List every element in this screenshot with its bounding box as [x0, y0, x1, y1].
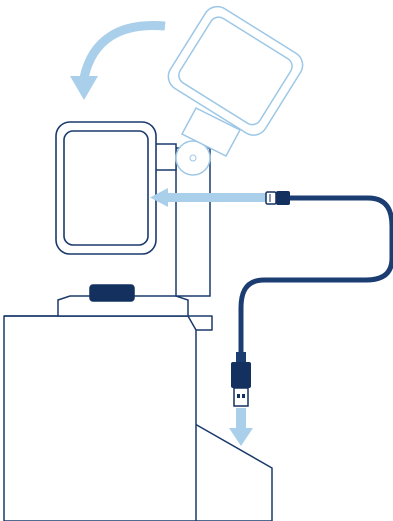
monitor-body	[3, 315, 273, 521]
monitor-side-panel	[187, 419, 273, 521]
micro-connector-plug	[265, 191, 277, 205]
cable-line	[238, 195, 393, 352]
rotate-arrow-head	[70, 76, 98, 100]
usb-connector-slot-right	[242, 394, 245, 398]
usb-strain-relief	[236, 352, 246, 364]
insert-arrow-head	[150, 188, 168, 207]
mount-knob	[89, 284, 135, 302]
rotate-arrow-curve	[79, 20, 166, 80]
hinge-center	[189, 154, 197, 162]
rotate-arrow	[70, 20, 166, 100]
monitor-top-surface	[3, 315, 197, 521]
micro-connector-body	[276, 191, 290, 205]
plug-arrow	[229, 408, 253, 446]
camera-ghost-shell	[167, 5, 304, 136]
usb-connector-body	[231, 362, 251, 388]
insert-arrow	[150, 188, 268, 207]
camera-ghost-neck	[180, 107, 242, 157]
usb-connector-slot-left	[237, 394, 240, 398]
hinge-disc	[175, 140, 211, 176]
hinge	[175, 140, 211, 176]
camera-front	[55, 121, 157, 255]
camera-inner-face	[63, 130, 149, 246]
insert-arrow-shaft	[164, 193, 268, 202]
usb-connector-plug	[233, 387, 249, 407]
mount-base	[57, 284, 189, 317]
plug-arrow-head	[229, 428, 253, 446]
usb-cable	[231, 191, 393, 407]
plug-arrow-shaft	[236, 408, 246, 430]
camera-ghost-face	[178, 16, 293, 126]
camera-ghost	[167, 5, 304, 157]
